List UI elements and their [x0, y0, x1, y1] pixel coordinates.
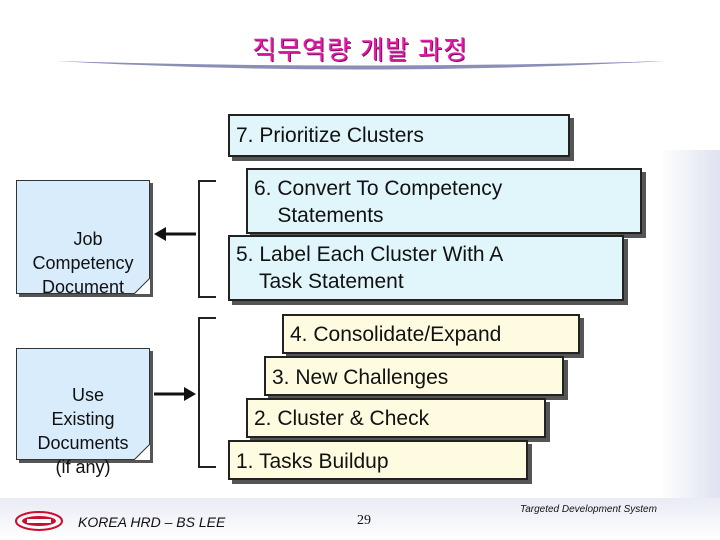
footer-author: KOREA HRD – BS LEE	[78, 514, 226, 530]
title-swoosh-decoration	[55, 61, 665, 70]
step-4-box: 4. Consolidate/Expand	[282, 314, 580, 354]
page-fold-icon	[134, 278, 150, 294]
step-5-box: 5. Label Each Cluster With A Task Statem…	[228, 235, 624, 301]
page-number: 29	[357, 513, 371, 528]
background-gradient-bottom	[0, 498, 720, 540]
step-7-box: 7. Prioritize Clusters	[228, 114, 570, 157]
job-competency-document-label: Job Competency Document	[32, 229, 134, 297]
step-3-box: 3. New Challenges	[264, 356, 564, 396]
page-title: 직무역량 개발 과정	[252, 35, 468, 65]
existing-documents-label: Use Existing Documents (if any)	[37, 385, 129, 477]
page-fold-icon	[134, 444, 150, 460]
bracket-upper	[198, 180, 216, 298]
step-6-box: 6. Convert To Competency Statements	[246, 168, 642, 234]
step-2-box: 2. Cluster & Check	[246, 398, 546, 438]
bracket-lower	[198, 317, 216, 468]
background-gradient-right	[660, 150, 720, 500]
arrow-right-icon	[154, 387, 196, 401]
arrow-left-icon	[154, 227, 196, 241]
dupont-logo	[15, 511, 63, 531]
step-1-box: 1. Tasks Buildup	[228, 440, 528, 480]
footer-system-name: Targeted Development System	[520, 504, 657, 515]
job-competency-document: Job Competency Document	[16, 180, 150, 297]
existing-documents-shape: Use Existing Documents (if any)	[16, 348, 150, 477]
